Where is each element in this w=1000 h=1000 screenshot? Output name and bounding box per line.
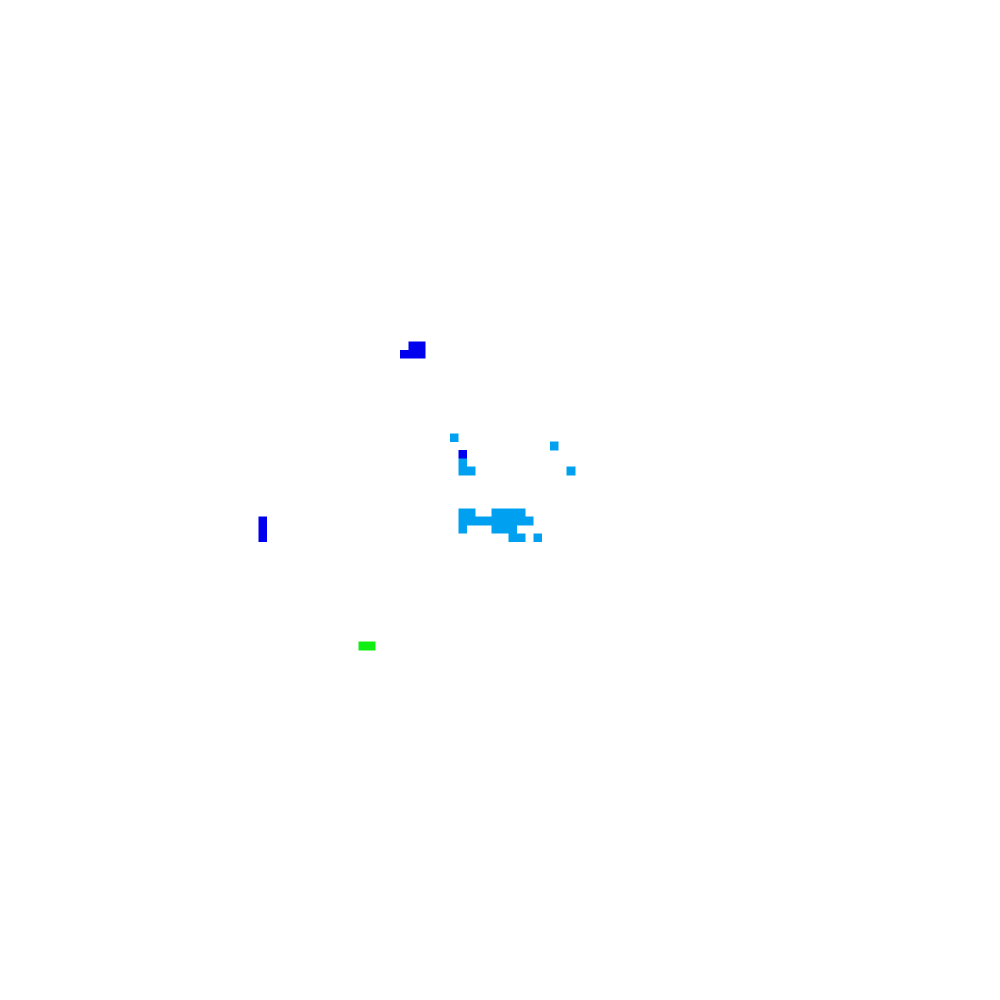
green-cluster xyxy=(358,641,376,651)
pixel-cell xyxy=(458,466,468,476)
pixel-cell xyxy=(500,508,509,518)
dark-blue-cluster xyxy=(400,341,426,359)
pixel-cell xyxy=(408,350,418,359)
pixel-cell xyxy=(258,516,268,526)
pixel-cell xyxy=(416,350,426,359)
light-blue-cluster xyxy=(458,458,476,476)
light-blue-cluster xyxy=(450,433,459,443)
pixel-cell xyxy=(458,508,468,518)
pixel-cell xyxy=(550,441,559,451)
pixel-cell xyxy=(516,516,526,526)
pixel-cell xyxy=(516,508,526,518)
pixel-cell xyxy=(508,508,518,518)
light-blue-cluster xyxy=(550,441,559,451)
pixel-cell xyxy=(416,341,426,351)
pixel-cell xyxy=(358,641,368,651)
pixel-cell xyxy=(491,516,501,526)
pixel-cell xyxy=(466,508,476,518)
pixel-cell xyxy=(258,525,268,534)
dark-blue-cluster xyxy=(258,516,268,543)
dark-blue-cluster xyxy=(458,450,468,459)
pixel-cell xyxy=(533,533,543,543)
pixel-cell xyxy=(466,466,476,476)
pixel-cell xyxy=(366,641,376,651)
pixel-cell xyxy=(475,516,484,526)
pixel-cell xyxy=(516,533,526,543)
pixel-cell xyxy=(400,350,409,359)
pixel-cell xyxy=(258,533,268,543)
pixel-cell xyxy=(458,516,468,526)
pixel-cell xyxy=(450,433,459,443)
pixel-cell xyxy=(483,516,493,526)
pixel-cell xyxy=(525,516,534,526)
pixel-cell xyxy=(458,450,468,459)
pixel-cell xyxy=(508,516,518,526)
pixel-cell xyxy=(491,508,501,518)
pixel-cell xyxy=(408,341,418,351)
pixel-cell xyxy=(508,525,518,534)
light-blue-cluster xyxy=(458,508,543,543)
pixel-cell xyxy=(500,516,509,526)
light-blue-cluster xyxy=(566,466,576,476)
pixel-cell xyxy=(458,525,468,534)
pixel-cell xyxy=(458,458,468,468)
pixel-cell xyxy=(566,466,576,476)
pixel-cells xyxy=(258,341,576,651)
pixel-cell xyxy=(500,525,509,534)
pixel-cell xyxy=(466,516,476,526)
pixel-cell xyxy=(508,533,518,543)
pixel-cell xyxy=(491,525,501,534)
